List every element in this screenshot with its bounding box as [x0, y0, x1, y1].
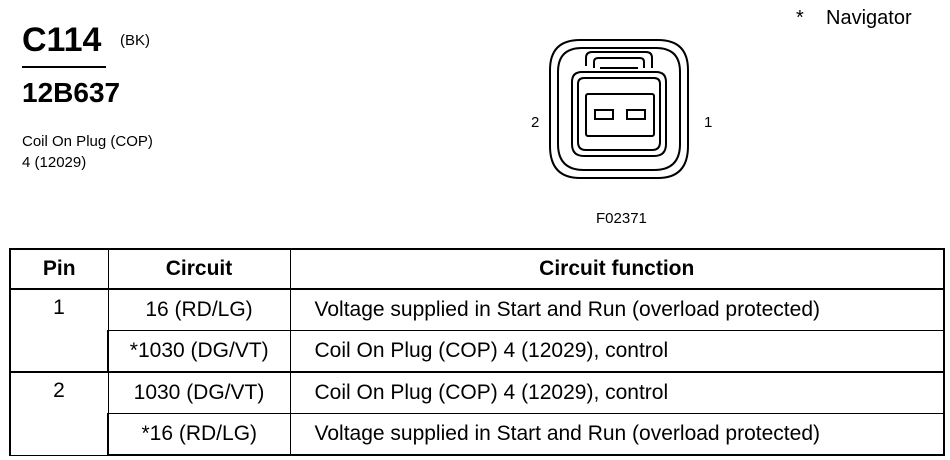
function-cell: Voltage supplied in Start and Run (overl… — [289, 288, 945, 331]
header-circuit: Circuit — [107, 248, 291, 290]
connector-description-line-1: Coil On Plug (COP) — [22, 133, 153, 150]
circuit-cell: *16 (RD/LG) — [107, 413, 291, 456]
pin-cell: 1 — [9, 288, 109, 373]
circuit-cell: 16 (RD/LG) — [107, 288, 291, 331]
connector-face-diagram — [549, 39, 689, 179]
table-row: 1 16 (RD/LG) Voltage supplied in Start a… — [9, 288, 945, 373]
terminal-pin-2 — [594, 109, 614, 120]
connector-outer-shell — [549, 39, 689, 179]
function-cell: Coil On Plug (COP) 4 (12029), control — [289, 330, 945, 373]
connector-id: C114 — [22, 21, 102, 59]
pin-label-1: 1 — [704, 114, 713, 131]
legend: * Navigator — [796, 6, 912, 30]
legend-marker: * — [796, 7, 804, 29]
header-pin: Pin — [9, 248, 109, 290]
terminal-pin-1 — [626, 109, 646, 120]
connector-latch-outer — [585, 51, 653, 68]
connector-cavity-inner — [577, 77, 661, 151]
circuit-cell: 1030 (DG/VT) — [107, 371, 291, 414]
header-circuit-function: Circuit function — [289, 248, 945, 290]
table-header-row: Pin Circuit Circuit function — [9, 248, 945, 290]
part-number: 12B637 — [22, 77, 121, 108]
table-row: *16 (RD/LG) Voltage supplied in Start an… — [10, 413, 945, 456]
pin-cell: 2 — [9, 371, 109, 456]
connector-inner-shell — [557, 47, 681, 171]
connector-color-code: (BK) — [120, 32, 150, 49]
connector-description-line-2: 4 (12029) — [22, 154, 87, 171]
function-cell: Coil On Plug (COP) 4 (12029), control — [289, 371, 945, 414]
function-cell: Voltage supplied in Start and Run (overl… — [289, 413, 945, 456]
figure-id: F02371 — [596, 210, 647, 227]
pinout-table: Pin Circuit Circuit function 1 16 (RD/LG… — [9, 248, 945, 456]
legend-text: Navigator — [826, 7, 912, 29]
connector-pin-body — [585, 93, 655, 137]
pin-label-2: 2 — [531, 114, 540, 131]
circuit-cell: *1030 (DG/VT) — [107, 330, 291, 373]
table-row: *1030 (DG/VT) Coil On Plug (COP) 4 (1202… — [10, 330, 945, 373]
title-underline — [22, 66, 106, 68]
table-row: 2 1030 (DG/VT) Coil On Plug (COP) 4 (120… — [9, 371, 945, 456]
connector-latch-inner — [593, 57, 645, 68]
connector-cavity-outline — [571, 71, 667, 157]
